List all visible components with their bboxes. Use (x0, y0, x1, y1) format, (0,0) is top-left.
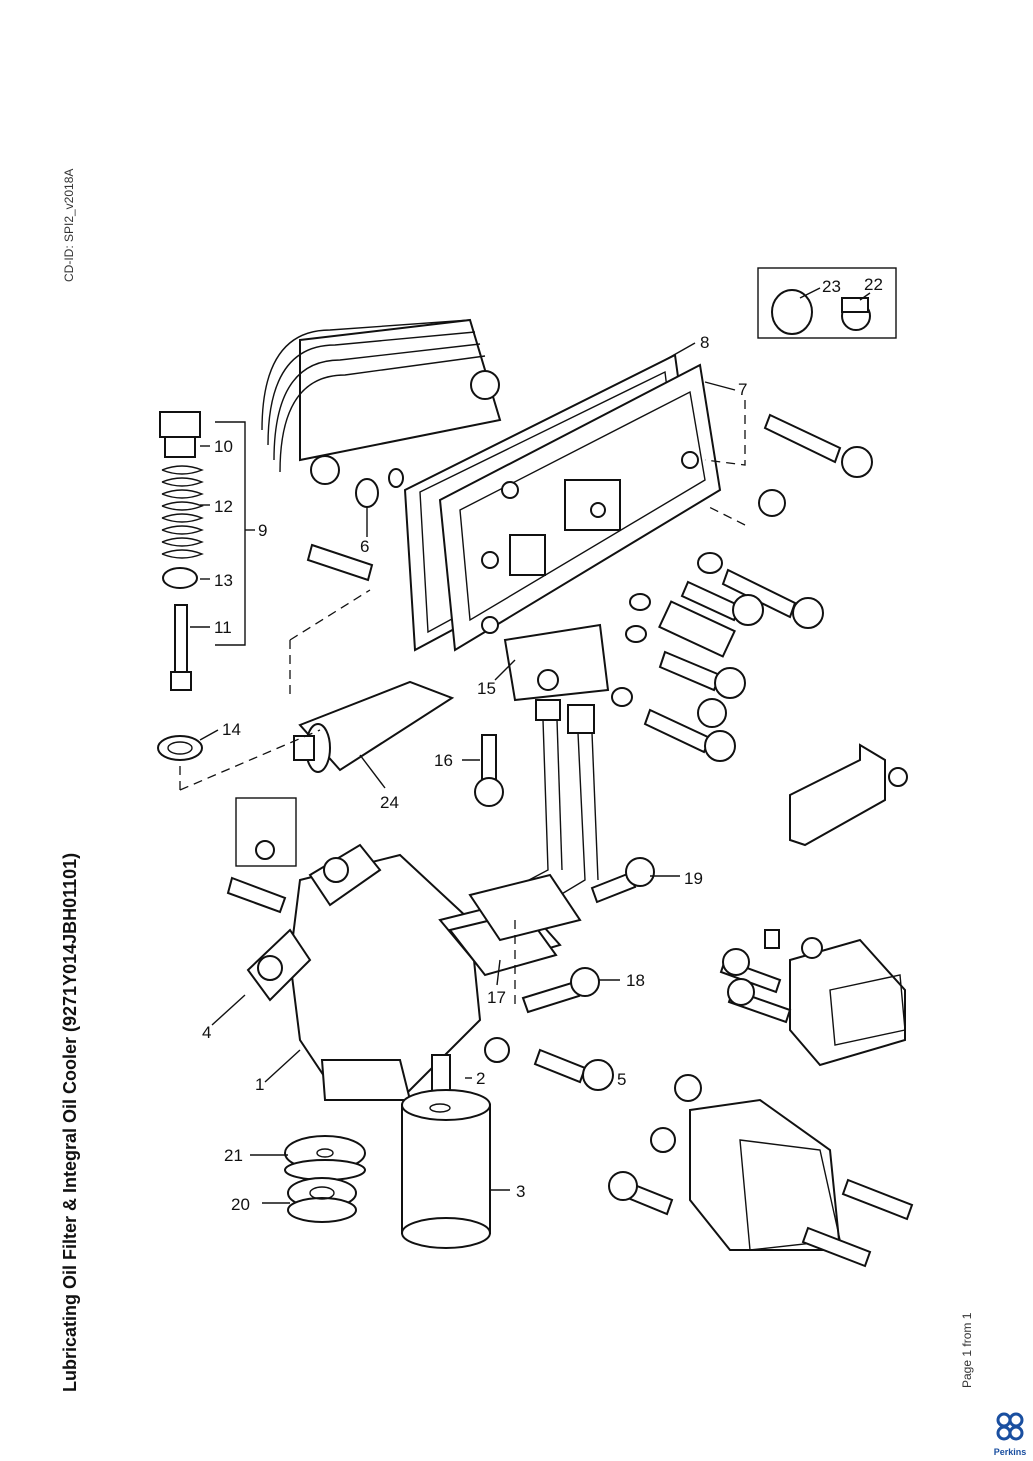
callout-1: 1 (255, 1075, 264, 1094)
perkins-logo-text: Perkins (993, 1447, 1027, 1457)
callout-23: 23 (822, 277, 841, 296)
oil-filter-canister (401, 1089, 491, 1249)
bolt-head (625, 857, 655, 887)
callout-7: 7 (738, 380, 747, 399)
nut (484, 1037, 510, 1063)
alt-filter-head-upper (719, 929, 906, 1067)
cooler-housing (438, 363, 722, 652)
callout-19: 19 (684, 869, 703, 888)
callout-20: 20 (231, 1195, 250, 1214)
sealant-tube (293, 680, 455, 773)
oil-cooler-core (261, 318, 502, 485)
callout-24: 24 (380, 793, 399, 812)
callout-5: 5 (617, 1070, 626, 1089)
bolt (521, 980, 581, 1014)
bolts-right (611, 413, 873, 762)
callout-9: 9 (258, 521, 267, 540)
adaptor-gaskets (438, 873, 582, 977)
perkins-logo: Perkins (990, 1412, 1030, 1457)
callout-12: 12 (214, 497, 233, 516)
callout-6: 6 (360, 537, 369, 556)
oil-pipe (509, 719, 599, 896)
callout-17: 17 (487, 988, 506, 1007)
o-ring-small (388, 468, 404, 488)
callout-14: 14 (222, 720, 241, 739)
callout-3: 3 (516, 1182, 525, 1201)
bolt-head (582, 1059, 614, 1091)
bolt-head (570, 967, 600, 997)
callout-13: 13 (214, 571, 233, 590)
bolt (474, 734, 504, 807)
callout-15: 15 (477, 679, 496, 698)
callout-4: 4 (202, 1023, 211, 1042)
assembly-guide-lines (179, 400, 746, 1010)
callout-2: 2 (476, 1069, 485, 1088)
filter-seat (287, 1177, 357, 1223)
stud (306, 543, 374, 582)
o-ring (355, 478, 379, 508)
alt-filter-head-lower (608, 1074, 914, 1268)
inset-box-plugs (757, 267, 897, 339)
perkins-logo-icon (996, 1412, 1024, 1441)
bolt (533, 1048, 587, 1084)
filter-head (246, 843, 482, 1102)
relief-valve-assembly (157, 411, 246, 761)
callout-labels: 23 22 8 7 10 12 9 6 13 11 15 14 16 24 19… (202, 275, 883, 1214)
callout-22: 22 (864, 275, 883, 294)
stud-lower (226, 876, 287, 914)
inset-box-clip (235, 797, 297, 867)
callout-leaders (190, 287, 871, 1204)
callout-16: 16 (434, 751, 453, 770)
elbow-adaptor (503, 623, 610, 734)
bolt (590, 871, 637, 904)
callout-8: 8 (700, 333, 709, 352)
mounting-bracket (789, 743, 908, 847)
callout-11: 11 (214, 618, 232, 637)
callout-10: 10 (214, 437, 233, 456)
callout-18: 18 (626, 971, 645, 990)
filter-seal-cap (284, 1135, 366, 1181)
callout-21: 21 (224, 1146, 243, 1165)
